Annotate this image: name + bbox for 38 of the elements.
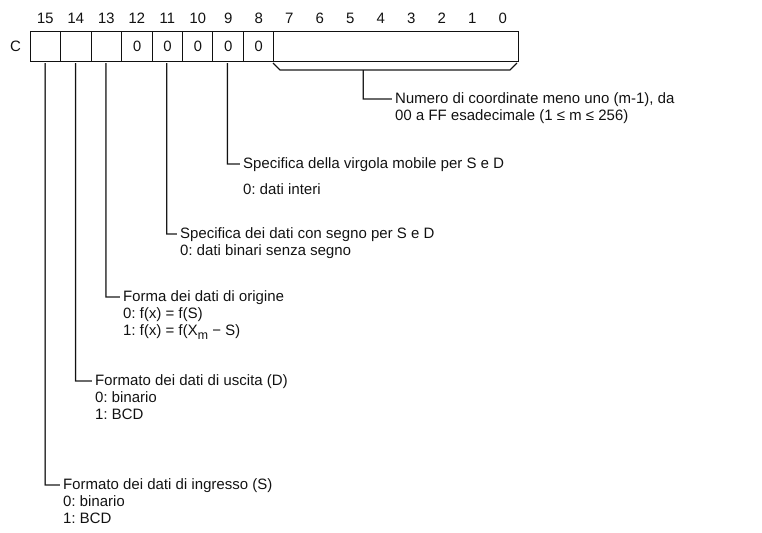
- bit-number: 9: [223, 10, 234, 27]
- bit-description: Numero di coordinate meno uno (m-1), da 00 a FF esadecimale (1 ≤ m ≤ 256): [395, 90, 695, 124]
- leader-line: [166, 63, 177, 235]
- bit-number: 3: [406, 10, 416, 27]
- bit-number: 11: [158, 10, 176, 27]
- bit-description: Forma dei dati di origine 0: f(x) = f(S) 1: f(x) = f(X$_{m}$ − S): [123, 288, 284, 344]
- bit-number: 4: [376, 10, 386, 27]
- bit-cell: 0: [182, 31, 214, 62]
- leader-line: [105, 63, 120, 298]
- bit-description: Formato dei dati di uscita (D) 0: binario 1: BCD: [95, 372, 288, 423]
- bit-number: 1: [467, 10, 478, 27]
- leader-line: [272, 62, 518, 100]
- leader-line: [74, 63, 92, 382]
- bit-field-box: [273, 31, 518, 62]
- bit-number: 2: [436, 10, 447, 27]
- bit-number: 8: [254, 10, 264, 27]
- bit-number: 7: [284, 10, 294, 27]
- bit-description: Formato dei dati di ingresso (S) 0: binario 1: BCD: [63, 476, 272, 527]
- leader-line: [226, 63, 240, 165]
- register-label: C: [10, 38, 21, 55]
- leader-line: [44, 63, 60, 486]
- bit-description: Specifica dei dati con segno per S e D 0: dati binari senza segno: [180, 225, 434, 259]
- bit-cell: 0: [152, 31, 184, 62]
- bit-cell: [30, 31, 62, 62]
- bit-number: 15: [36, 10, 55, 27]
- bit-description: Specifica della virgola mobile per S e D 0: dati interi: [243, 155, 504, 198]
- bit-number: 10: [188, 10, 208, 27]
- bit-number: 13: [96, 10, 116, 27]
- bit-cell: [90, 31, 123, 62]
- bit-cell: 0: [121, 31, 153, 62]
- bit-number: 12: [127, 10, 146, 27]
- bit-cell: [60, 31, 92, 62]
- bit-number: 14: [66, 10, 86, 27]
- bit-cell: 0: [212, 31, 244, 62]
- bit-number: 6: [314, 10, 325, 27]
- bit-number: 5: [345, 10, 356, 27]
- bit-number: 0: [498, 10, 508, 27]
- bit-cell: 0: [242, 31, 274, 62]
